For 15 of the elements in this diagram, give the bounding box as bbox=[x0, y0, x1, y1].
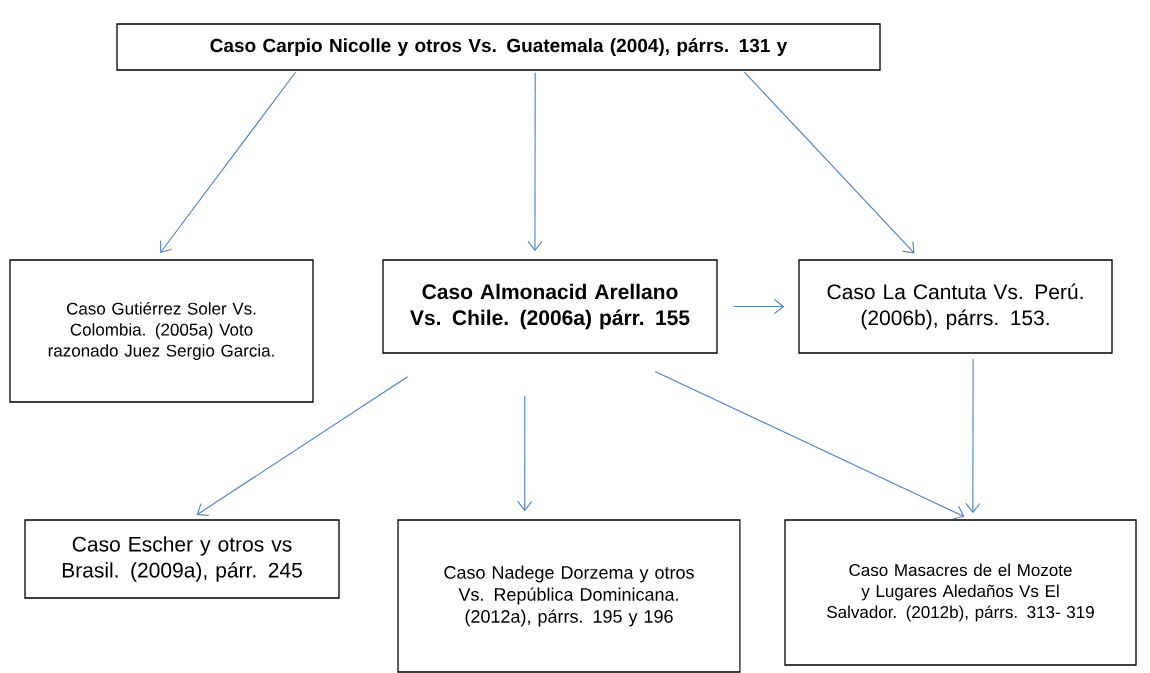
arrow bbox=[654, 370, 965, 520]
case-box: Caso Gutiérrez Soler Vs. Colombia. (2005a) Voto razonado Juez Sergio Garcia. bbox=[9, 259, 314, 403]
arrow bbox=[160, 71, 297, 253]
case-box: Caso Nadege Dorzema y otros Vs. República Dominicana. (2012a), párrs. 195 y 196 bbox=[397, 519, 741, 673]
arrow bbox=[196, 376, 409, 516]
case-box: Caso Almonacid Arellano Vs. Chile. (2006a) párr. 155 bbox=[382, 259, 718, 354]
arrow bbox=[517, 395, 533, 512]
arrow bbox=[743, 71, 915, 254]
case-box: Caso Escher y otros vs Brasil. (2009a), párr. 245 bbox=[24, 519, 340, 599]
arrow bbox=[965, 358, 981, 514]
case-box: Caso La Cantuta Vs. Perú. (2006b), párrs. 153. bbox=[798, 259, 1113, 354]
case-box: Caso Carpio Nicolle y otros Vs. Guatemala (2004), párrs. 131 y bbox=[116, 23, 881, 71]
case-box: Caso Masacres de el Mozote y Lugares Aledaños Vs El Salvador. (2012b), párrs. 313- 319 bbox=[784, 519, 1137, 666]
arrow bbox=[527, 72, 543, 252]
arrow bbox=[733, 298, 785, 315]
